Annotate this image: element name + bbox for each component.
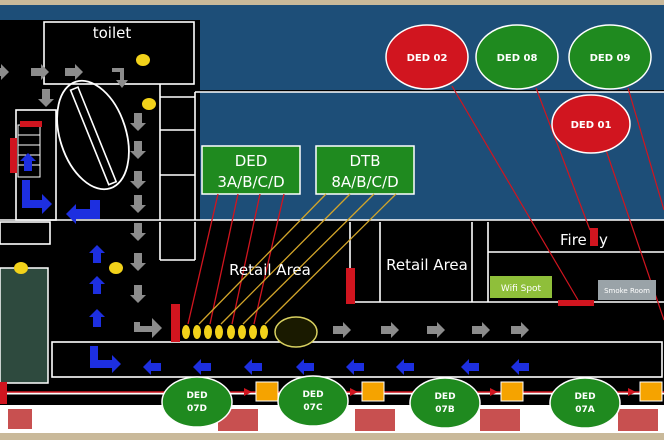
device-ded07d-shape [161,376,233,428]
sensor-dot [182,325,190,339]
alarm-bars [0,228,598,404]
retail-area-label-2: Retail Area [386,256,468,274]
wifi-spot: Wifi Spot [490,276,552,298]
grey-turn-arrow [112,68,128,88]
device-ded02-shape [385,24,469,90]
connector-box [500,381,524,402]
sensors [14,54,268,339]
device-ded07a-shape [549,377,621,429]
device-ded09[interactable]: DED 09 [568,24,652,90]
sensor-dot [109,262,123,274]
small-room: Smoke Room [598,280,656,300]
device-ded02-label: DED 02 [407,53,448,64]
sensor-cluster [274,316,318,348]
device-ded07d-line1: DED [186,391,207,401]
device-ded07b-line1: DED [434,392,455,402]
escalator [56,79,130,191]
connector-box [361,381,385,402]
fire-label: Fire [560,231,587,249]
device-ded07c-shape [277,375,349,427]
device-ded07a-line2: 07A [575,405,595,415]
sensor-dot [14,262,28,274]
sensor-dot [260,325,268,339]
dtb-group-line1: DTB [349,152,380,170]
sensor-dot [204,325,212,339]
grey-turn-arrow [134,318,162,338]
ded-group-line2: 3A/B/C/D [217,173,284,191]
device-ded08-shape [475,24,559,90]
sensor-dot [249,325,257,339]
sensor-dot [136,54,150,66]
sensor-dot [227,325,235,339]
sensor-dot [215,325,223,339]
alarm-bar [0,382,7,404]
pink-segment [480,409,520,431]
group-leader-lines [187,193,397,325]
device-ded07c-line1: DED [302,390,323,400]
device-ded09-shape [568,24,652,90]
pink-segment [355,409,395,431]
wifi-spot-label: Wifi Spot [501,284,542,294]
alarm-bar [171,304,180,342]
dtb-group-box: DTB 8A/B/C/D [315,145,415,195]
device-ded08-label: DED 08 [497,53,538,64]
device-ded07b-line2: 07B [435,405,455,415]
sensor-dot [193,325,201,339]
device-ded02[interactable]: DED 02 [385,24,469,90]
toilet-label: toilet [93,24,132,42]
alarm-bar [558,300,594,306]
fire-label-suffix: y [599,231,608,249]
sensor-dot [238,325,246,339]
device-ded07a[interactable]: DED 07A [549,377,621,429]
sensor-dot [142,98,156,110]
device-ded07c-line2: 07C [303,403,323,413]
retail-area-label-1: Retail Area [229,261,311,279]
grey-room [0,267,49,384]
alarm-bar [590,228,598,246]
alarm-bar [346,268,355,304]
dtb-group-line2: 8A/B/C/D [331,173,398,191]
device-ded07a-line1: DED [574,392,595,402]
device-ded07d-line2: 07D [187,404,207,414]
pink-segment [8,409,32,429]
ded-group-box: DED 3A/B/C/D [201,145,301,195]
chain-arrows [244,388,636,396]
device-ded01-label: DED 01 [571,120,612,131]
ded-group-line1: DED [235,152,268,170]
connector-box [639,381,663,402]
pink-segment [618,409,658,431]
device-ded07d[interactable]: DED 07D [161,376,233,428]
connector-box [255,381,279,402]
blue-turn-arrow [66,200,100,224]
device-ded01[interactable]: DED 01 [551,94,631,154]
small-room-label: Smoke Room [604,287,650,295]
blue-turn-arrow [22,180,52,214]
device-ded07c[interactable]: DED 07C [277,375,349,427]
blue-turn-arrow [90,346,121,373]
device-ded08[interactable]: DED 08 [475,24,559,90]
device-ded09-label: DED 09 [590,53,631,64]
device-ded07b-shape [409,377,481,429]
device-ded07b[interactable]: DED 07B [409,377,481,429]
device-ded01-shape [551,94,631,154]
